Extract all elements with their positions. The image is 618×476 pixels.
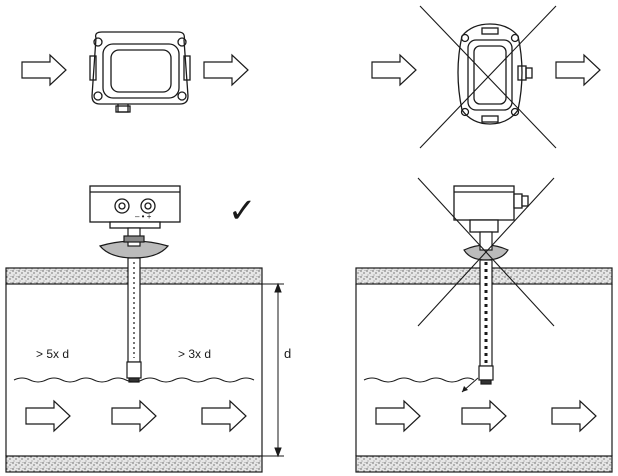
duct-wall-bottom xyxy=(5,455,263,473)
top-left-panel xyxy=(21,31,249,113)
flow-arrow-icon xyxy=(551,400,597,432)
upstream-distance-label: > 5x d xyxy=(36,347,69,361)
flow-line xyxy=(13,377,255,383)
cross-icon xyxy=(417,177,555,327)
diameter-label: d xyxy=(284,346,291,361)
check-icon: ✓ xyxy=(228,192,257,230)
flow-arrow-icon xyxy=(555,54,601,86)
sensor-probe xyxy=(478,259,494,385)
flow-arrow-icon xyxy=(21,54,67,86)
flow-arrow-icon xyxy=(201,400,247,432)
flow-line xyxy=(363,377,475,383)
mounting-flange xyxy=(463,231,509,261)
transmitter-housing-rotated xyxy=(457,23,533,125)
flow-arrow-icon xyxy=(371,54,417,86)
flow-arrow-icon xyxy=(25,400,71,432)
duct-wall-bottom xyxy=(355,455,613,473)
bottom-right-panel xyxy=(355,177,613,473)
cross-icon xyxy=(419,5,557,149)
flow-arrow-icon xyxy=(461,400,507,432)
sensor-probe xyxy=(126,257,142,383)
flow-arrow-icon xyxy=(111,400,157,432)
flow-arrow-icon xyxy=(375,400,421,432)
flow-arrow-icon xyxy=(203,54,249,86)
transmitter-housing-side-view xyxy=(89,185,181,229)
top-right-panel xyxy=(371,5,601,149)
svg-text:– • +: – • + xyxy=(135,212,152,221)
transmitter-housing-top-view xyxy=(89,31,191,113)
transmitter-housing-side-view xyxy=(453,185,529,233)
mounting-flange xyxy=(98,227,170,259)
downstream-distance-label: > 3x d xyxy=(178,347,211,361)
diameter-dimension xyxy=(262,282,284,458)
bottom-left-panel: – • + > 5x d > 3x d d xyxy=(5,185,291,473)
